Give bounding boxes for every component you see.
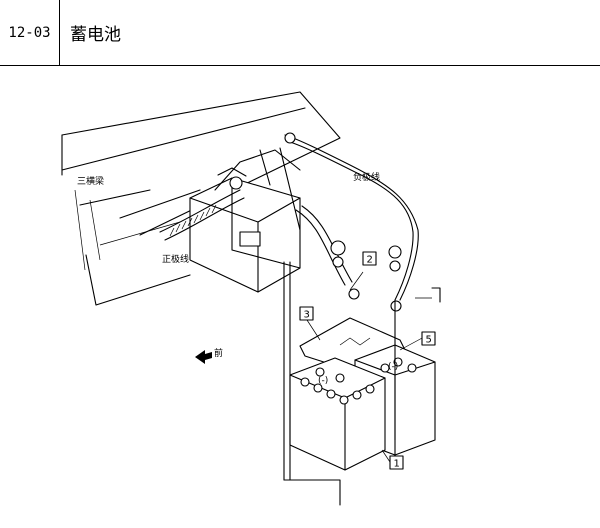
positive-cable	[159, 167, 353, 286]
hold-down-rods	[283, 261, 396, 506]
callout-5: 5	[421, 331, 436, 346]
callout-1: 1	[389, 455, 404, 470]
svg-text:1: 1	[394, 459, 400, 470]
front-arrow-icon	[195, 350, 212, 364]
battery-rear-minus: (-)	[388, 362, 398, 372]
positive-cable-label: 正极线	[162, 253, 189, 265]
fasteners	[330, 240, 402, 312]
svg-text:5: 5	[426, 335, 432, 346]
front-label: 前	[214, 347, 223, 359]
section-code: 12-03	[0, 0, 60, 65]
page-title: 蓄电池	[70, 25, 121, 45]
battery-diagram: 2 3 5 1 三横梁 负极线 正极线 前 (-) (-)	[61, 91, 441, 506]
partial-bracket	[431, 287, 441, 303]
battery-tray	[189, 147, 301, 293]
leader-lines	[306, 271, 432, 463]
negative-cable-label: 负极线	[353, 171, 380, 183]
negative-cable	[284, 132, 419, 301]
crossbeam-label: 三横梁	[77, 175, 104, 187]
callout-3: 3	[299, 306, 314, 321]
callout-2: 2	[362, 251, 377, 266]
svg-text:3: 3	[304, 310, 310, 321]
battery-front	[289, 357, 386, 471]
header-bar: 12-03 蓄电池	[0, 0, 600, 66]
svg-text:2: 2	[367, 255, 373, 266]
battery-front-minus: (-)	[318, 376, 328, 386]
